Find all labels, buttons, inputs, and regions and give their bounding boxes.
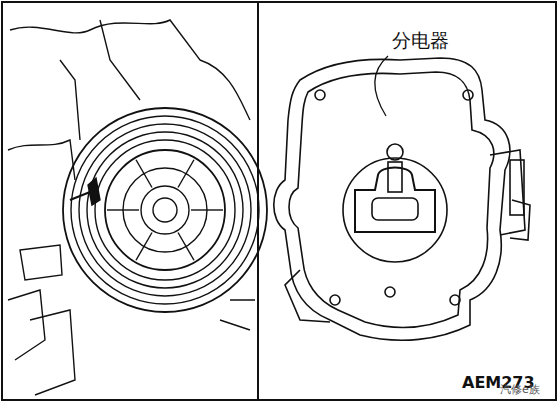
pulley-spoke [191,209,223,210]
distributor [274,56,530,340]
pulley-spoke [136,160,152,188]
pulley-spoke [178,233,194,261]
crankshaft-pulley [8,20,267,395]
part-name: 分电器 [392,30,449,51]
pulley-spoke [178,160,194,188]
pulley-spoke [136,233,152,261]
pulley-spoke [107,209,139,210]
watermark: 汽修e族 [500,384,540,396]
